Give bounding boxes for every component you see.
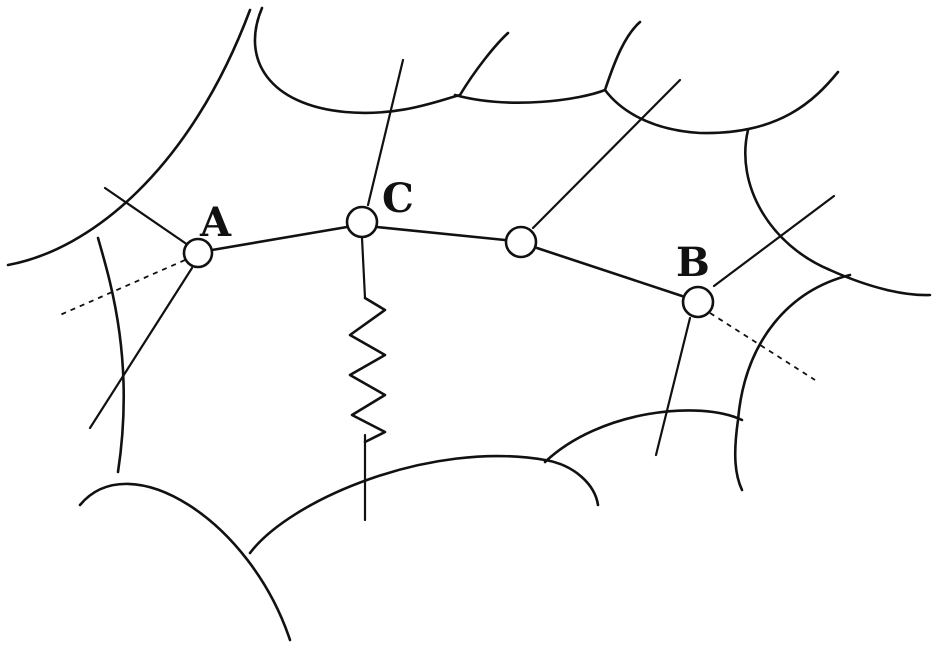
- dashed-lines: [59, 259, 816, 381]
- node-c: [345, 205, 379, 239]
- branch-b-up: [712, 194, 836, 288]
- branch-mid-up: [531, 78, 682, 230]
- nodes: [182, 205, 715, 319]
- branch-a-down: [88, 266, 194, 430]
- node-mid: [504, 225, 538, 259]
- branch-c-down: [360, 236, 367, 300]
- spring: [348, 296, 387, 444]
- arc-top-middle: [253, 6, 462, 115]
- branch-lines: [88, 58, 836, 522]
- label-b: B: [676, 239, 710, 286]
- bond-lines: [210, 225, 684, 298]
- arc-right-inner: [733, 273, 852, 492]
- label-a: A: [199, 199, 232, 246]
- dashed-a: [59, 259, 186, 316]
- arc-left-top: [6, 8, 252, 267]
- label-c: C: [382, 175, 414, 222]
- bond-a-c: [210, 225, 349, 252]
- dashed-b: [709, 312, 816, 381]
- branch-b-down: [654, 316, 692, 457]
- arc-right-outer: [744, 128, 932, 297]
- bond-mid-b: [535, 246, 684, 298]
- branch-a-up: [103, 186, 190, 247]
- arc-bottom-left: [78, 482, 292, 642]
- arc-top-dome-2: [453, 70, 840, 135]
- arc-bottom-middle: [248, 454, 600, 555]
- arc-top-dome-3: [603, 20, 642, 92]
- node-labels: A C B: [199, 175, 710, 286]
- node-b: [681, 285, 715, 319]
- arc-left-inner: [96, 236, 126, 474]
- node-a: [182, 237, 214, 269]
- branch-c-up: [366, 58, 405, 207]
- boundary-arcs: [6, 6, 932, 642]
- bond-c-mid: [375, 225, 507, 242]
- arc-top-dome-1: [458, 31, 510, 97]
- arc-bottom-right: [543, 409, 744, 464]
